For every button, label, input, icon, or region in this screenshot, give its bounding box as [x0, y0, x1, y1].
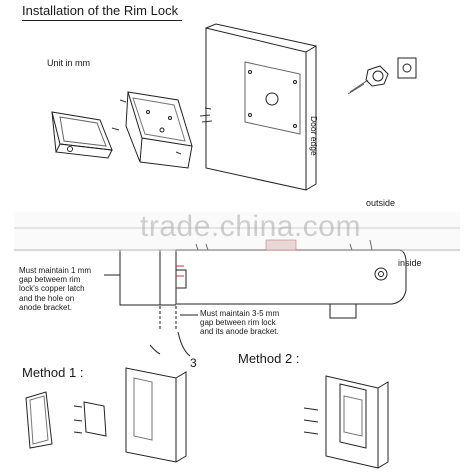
bracket-gap-note: Must maintain 3-5 mm gap between rim loc…: [200, 309, 280, 337]
watermark-band: [14, 212, 460, 252]
gap-number: 3: [190, 356, 197, 370]
unit-note: Unit in mm: [47, 58, 91, 68]
door-edge-label: Door edge: [309, 116, 319, 156]
outside-label: outside: [366, 198, 396, 208]
watermark-text: trade.china.com: [140, 210, 361, 243]
gap-marker-red: [176, 265, 184, 277]
cylinder-drawing: [347, 57, 417, 95]
method-2-drawing: [303, 375, 389, 469]
inside-label: inside: [398, 258, 422, 268]
latch-gap-note: Must maintain 1 mm gap betweem rim lock'…: [19, 266, 92, 312]
mounting-box-drawing: [125, 91, 193, 169]
copper-latch-highlight: [265, 239, 297, 251]
method-2-label: Method 2 :: [238, 351, 300, 366]
method-1-label: Method 1 :: [22, 365, 84, 380]
screws-drawing: [111, 99, 213, 155]
page-title: Installation of the Rim Lock: [22, 3, 179, 18]
door-section-drawing: [14, 227, 460, 357]
title-underline: [22, 20, 182, 21]
method-1-drawing: [25, 367, 187, 463]
lock-body-drawing: [51, 111, 113, 159]
door-panel-drawing: [205, 23, 317, 191]
